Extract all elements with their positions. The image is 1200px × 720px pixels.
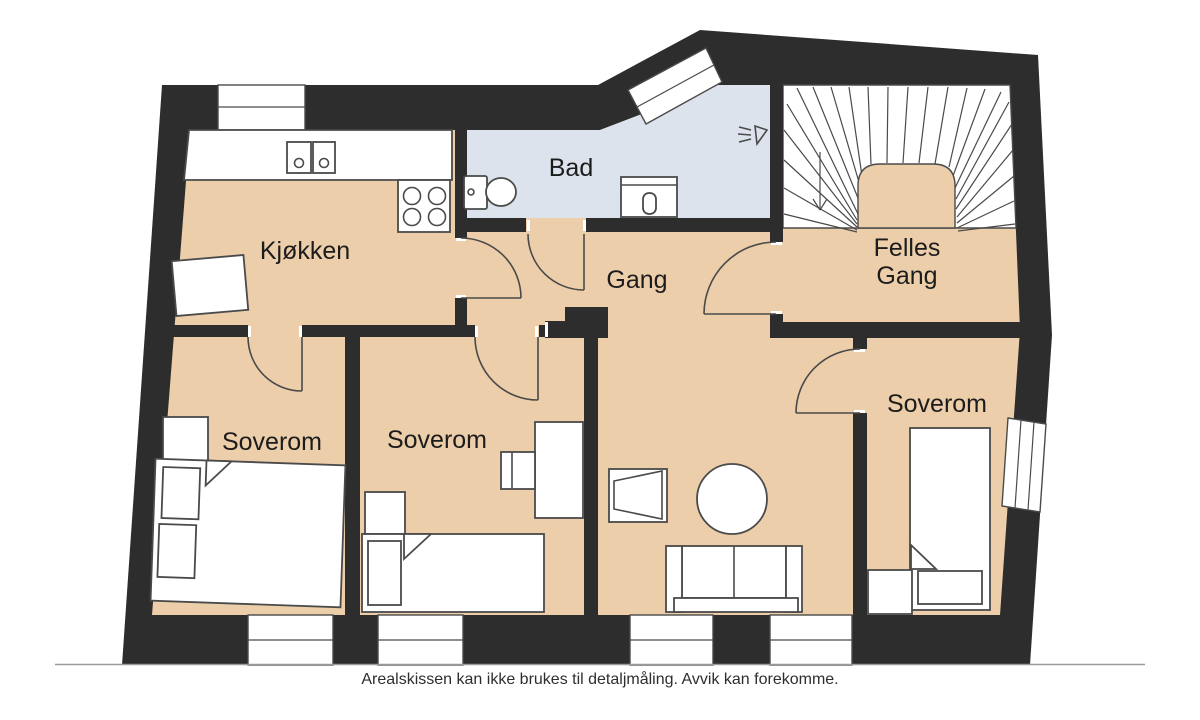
wall-kitchen-bath [455,130,467,238]
bathroom-floor [467,85,770,218]
staircase-landing [857,163,956,229]
door-jamb-caps [248,220,865,413]
nightstand [867,569,913,615]
sink-drain-left [293,157,305,169]
wall-bath-bottom-left [467,218,526,232]
pillow [160,466,202,521]
pillow [917,570,983,605]
round-table [696,463,768,535]
bedroom3-furniture [867,427,991,615]
wall-bedroom2-living [584,337,598,615]
stove-burner [427,186,447,206]
bedroom1-door [247,336,303,392]
wall-hall-stub [545,321,567,338]
kitchen-fixtures [170,129,453,318]
pillow [367,540,402,606]
wall-bedroom1-top-right [302,325,345,337]
wall-hall-column [565,307,608,338]
kitchen-sink-left [286,141,312,174]
desk [534,421,584,519]
bathroom-diagonal-window [627,47,723,125]
bedroom3-window [1001,417,1047,513]
kitchen-door [460,237,522,299]
bedroom3-label: Soverom [887,390,987,418]
wall-bath-bottom-right [586,218,770,232]
bedroom1-furniture [149,416,347,609]
armchair-seat [613,470,663,520]
entry-door [703,241,777,315]
bedroom2-furniture [361,421,584,613]
stove-burner [402,186,422,206]
kitchen-label: Kjøkken [260,237,350,265]
nightstand [162,416,209,463]
bedroom1-window [247,614,334,666]
kitchen-window [217,84,306,131]
pillow [156,522,198,580]
armchair [608,468,668,523]
common-hallway-label-line2: Gang [876,262,937,290]
bedroom2-label: Soverom [387,426,487,454]
interior-walls [168,85,1022,615]
shower-icon [737,124,769,147]
common-hallway-label-line1: Felles [874,234,941,262]
living-furniture [608,463,803,613]
chair [500,451,536,490]
washing-machine-knob [642,192,657,215]
bedroom3-door [795,348,861,414]
duvet-fold [403,533,434,562]
staircase [782,84,1017,233]
kitchen-sink-right [312,141,336,174]
stove-burner [427,207,447,227]
doors [247,233,861,414]
bedroom1-label: Soverom [222,428,322,456]
living-window-left [629,614,714,666]
toilet-bowl [485,177,517,207]
wall-kitchen-hall [455,298,467,327]
kitchen-table [170,253,250,318]
wall-commonhall-bottom [770,322,1022,338]
bedroom2-window [377,614,464,666]
duvet-fold [910,542,939,570]
windows [217,47,1047,666]
bathroom-label: Bad [549,154,593,182]
wall-bath-stairs [770,85,783,242]
bathroom-door [527,233,585,291]
wall-bedroom3-jamb [853,338,867,349]
wall-bedroom2-top [360,325,475,337]
wall-bedroom1-top-left [168,325,248,337]
stove-burner [402,207,422,227]
sink-drain-right [318,157,330,169]
toilet-button [467,188,475,196]
duvet-fold [204,459,234,488]
wall-bedroom1-bedroom2 [345,325,360,615]
disclaimer-text: Arealskissen kan ikke brukes til detaljm… [361,670,838,688]
living-window-right [769,614,853,666]
bedroom2-door [474,336,539,401]
wall-living-bedroom3 [853,413,867,615]
bathroom-fixtures [463,124,769,218]
wall-bedroom2-jamb [539,325,547,337]
staircase-down-arrow [812,152,828,211]
nightstand [364,491,406,535]
sofa-back [673,597,799,613]
wall-entry-jamb [770,314,783,324]
hallway-label: Gang [606,266,667,294]
